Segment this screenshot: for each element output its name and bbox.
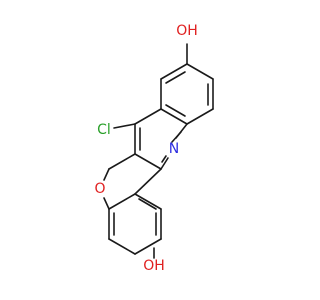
bond-ring-c [103,197,110,210]
bond-ring-d [134,193,162,210]
bond-ring-b [134,153,162,170]
bond-layer [103,43,214,259]
bond-ring-d [108,238,136,255]
bond-ring-b-inner [171,131,182,143]
bond-ring-a [160,63,188,80]
bond-ring-a [160,108,188,125]
molecule-structure: OH Cl N O OH [94,23,214,274]
bond-ring-a-inner [165,71,186,84]
nitrogen-label: N [169,141,179,157]
bond-ring-c [134,168,162,195]
bond-ring-c [103,168,110,181]
bond-ring-c [108,153,136,170]
ring-oxygen-label: O [94,181,105,197]
bond-ring-c [108,193,136,210]
bond-ring-a [186,108,214,125]
atom-label-layer: OH Cl N O OH [94,23,197,274]
chlorine-label: Cl [97,122,111,138]
hydroxyl-top-label: OH [176,23,198,39]
bond-ring-d [134,238,162,255]
bond-ring-b [160,157,169,170]
bond-cl [113,123,136,129]
hydroxyl-bottom-label: OH [143,258,165,274]
bond-ring-b [134,108,162,125]
structure-canvas: OH Cl N O OH [94,23,214,274]
bond-ring-b-inner [161,155,167,163]
bond-ring-a-inner [165,104,186,117]
bond-ring-d-inner [138,198,157,210]
bond-ring-a [186,63,214,80]
